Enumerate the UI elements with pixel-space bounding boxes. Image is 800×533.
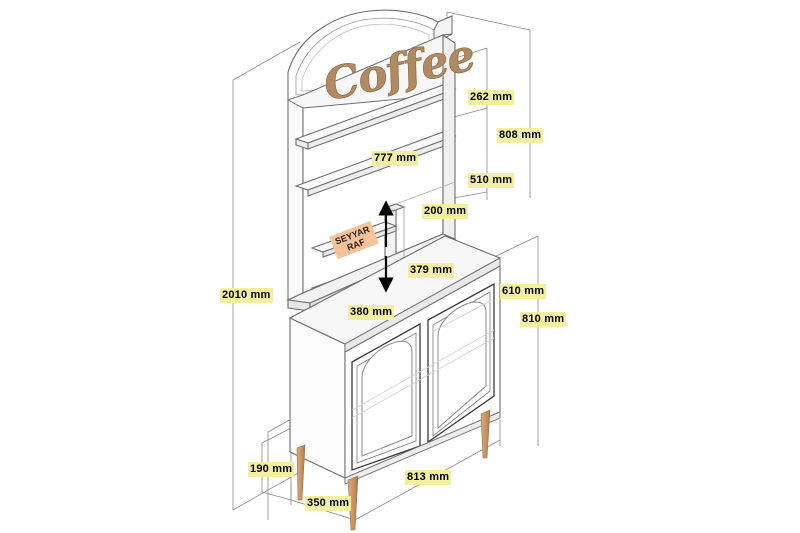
dimension-label-compartment-width: 200 mm — [422, 204, 469, 219]
interior-shelf-through-glass — [351, 299, 495, 419]
dimension-label-crown-height: 262 mm — [468, 90, 515, 105]
cabinet-legs — [296, 409, 491, 531]
dimension-label-door-height: 610 mm — [500, 284, 547, 299]
left-door — [351, 322, 421, 471]
dimension-label-base-top-width: 380 mm — [348, 305, 395, 320]
dimension-label-base-height: 810 mm — [520, 312, 567, 327]
dimension-label-overall-height: 2010 mm — [220, 288, 273, 303]
dimension-label-shelf-zone-height: 510 mm — [468, 173, 515, 188]
dimension-label-hutch-height: 808 mm — [497, 128, 544, 143]
right-door — [427, 282, 495, 444]
dimension-label-leg-height: 190 mm — [248, 462, 295, 477]
dimension-label-depth: 350 mm — [305, 496, 352, 511]
dimension-label-overall-width: 813 mm — [405, 470, 452, 485]
dimension-label-hutch-width: 777 mm — [372, 151, 419, 166]
dimension-label-door-width: 379 mm — [408, 263, 455, 278]
